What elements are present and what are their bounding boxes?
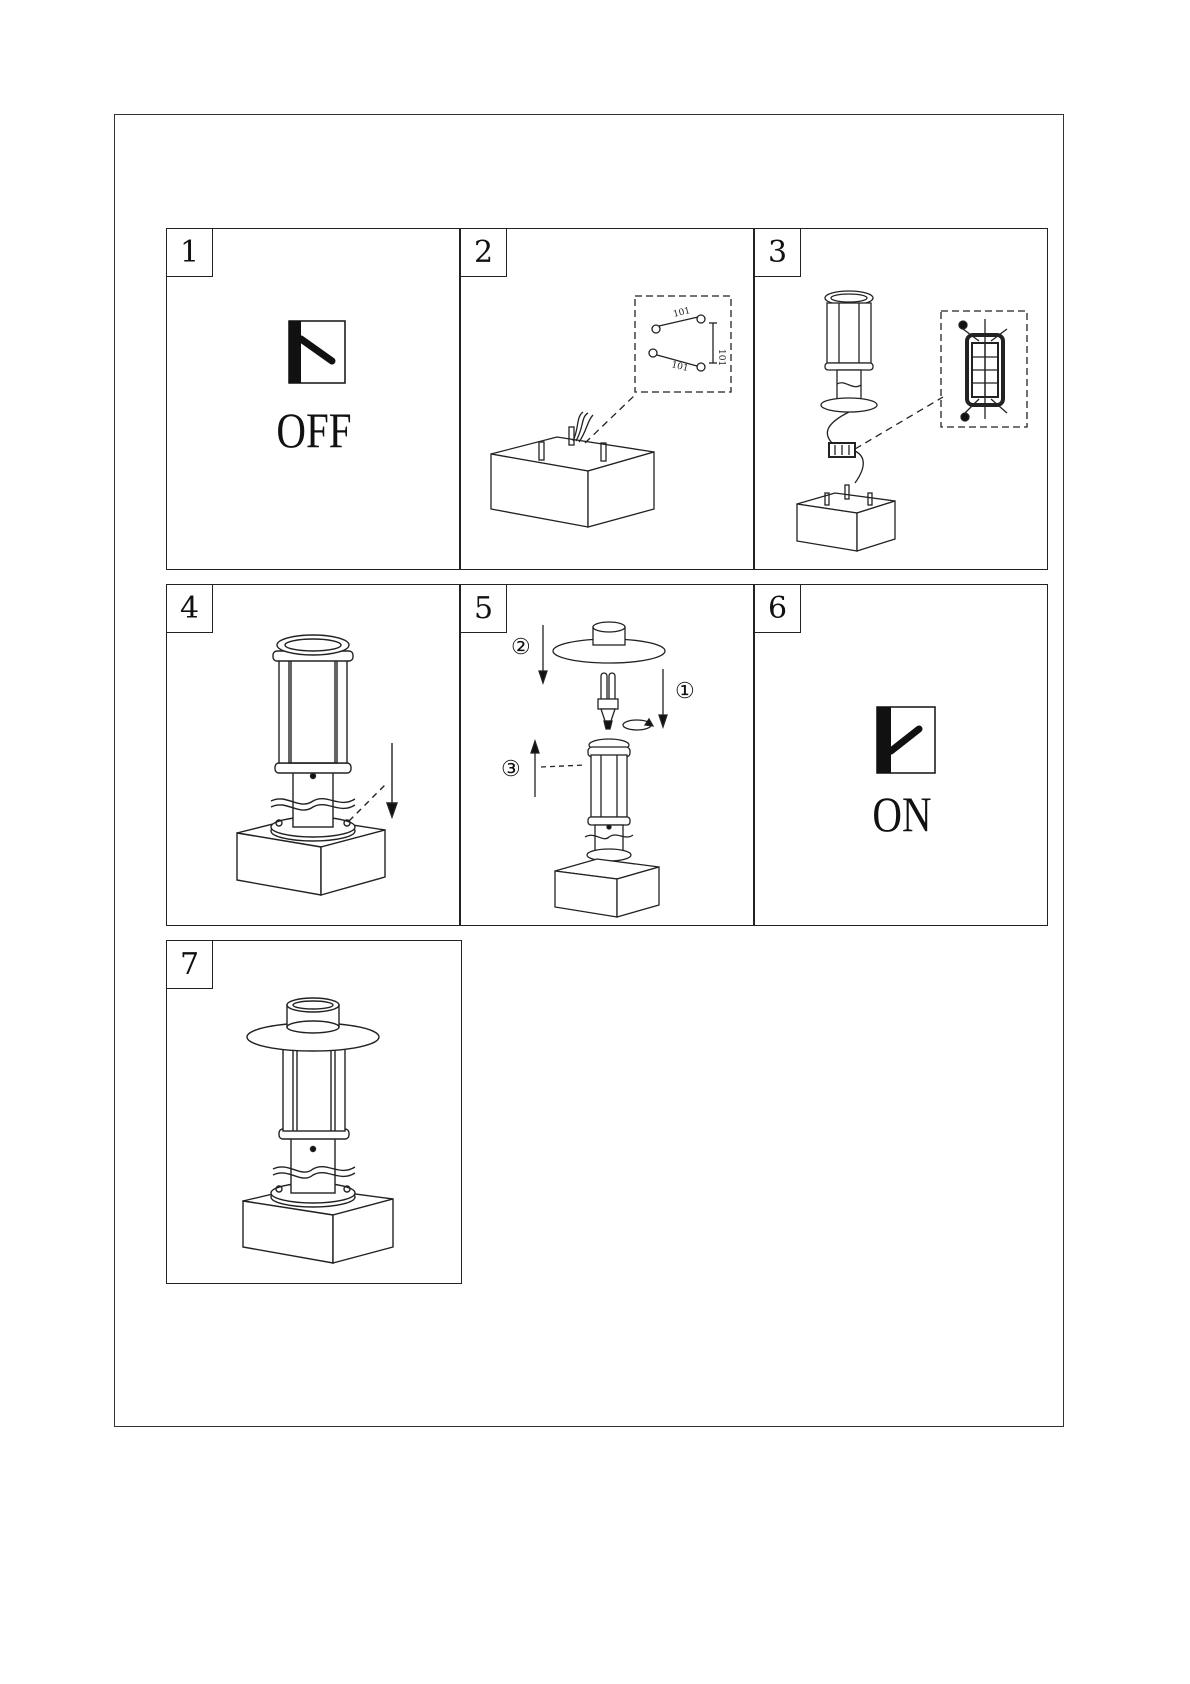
off-label: OFF [273, 401, 355, 459]
step-marker-2: ② [511, 635, 531, 660]
dimension-label: 101 [672, 306, 691, 320]
switch-off-icon [167, 229, 461, 571]
base-block-diagram: 101 101 101 [461, 229, 755, 571]
dimension-label: 101 [670, 360, 689, 374]
wiring-diagram [755, 229, 1049, 571]
step-5-panel: 5 ② ① ③ [460, 584, 754, 926]
step-4-panel: 4 [166, 584, 460, 926]
step-6-panel: 6 ON [754, 584, 1048, 926]
on-label: ON [861, 785, 943, 843]
step-1-panel: 1 OFF [166, 228, 460, 570]
step-marker-1: ① [675, 679, 695, 704]
dimension-label: 101 [716, 349, 726, 366]
bulb-install-diagram [461, 585, 755, 927]
finished-lamp-diagram [167, 941, 463, 1285]
step-marker-3: ③ [501, 757, 521, 782]
step-7-panel: 7 [166, 940, 462, 1284]
mount-lamp-diagram [167, 585, 461, 927]
step-2-panel: 2 101 101 101 [460, 228, 754, 570]
switch-on-icon [755, 585, 1049, 927]
step-3-panel: 3 [754, 228, 1048, 570]
